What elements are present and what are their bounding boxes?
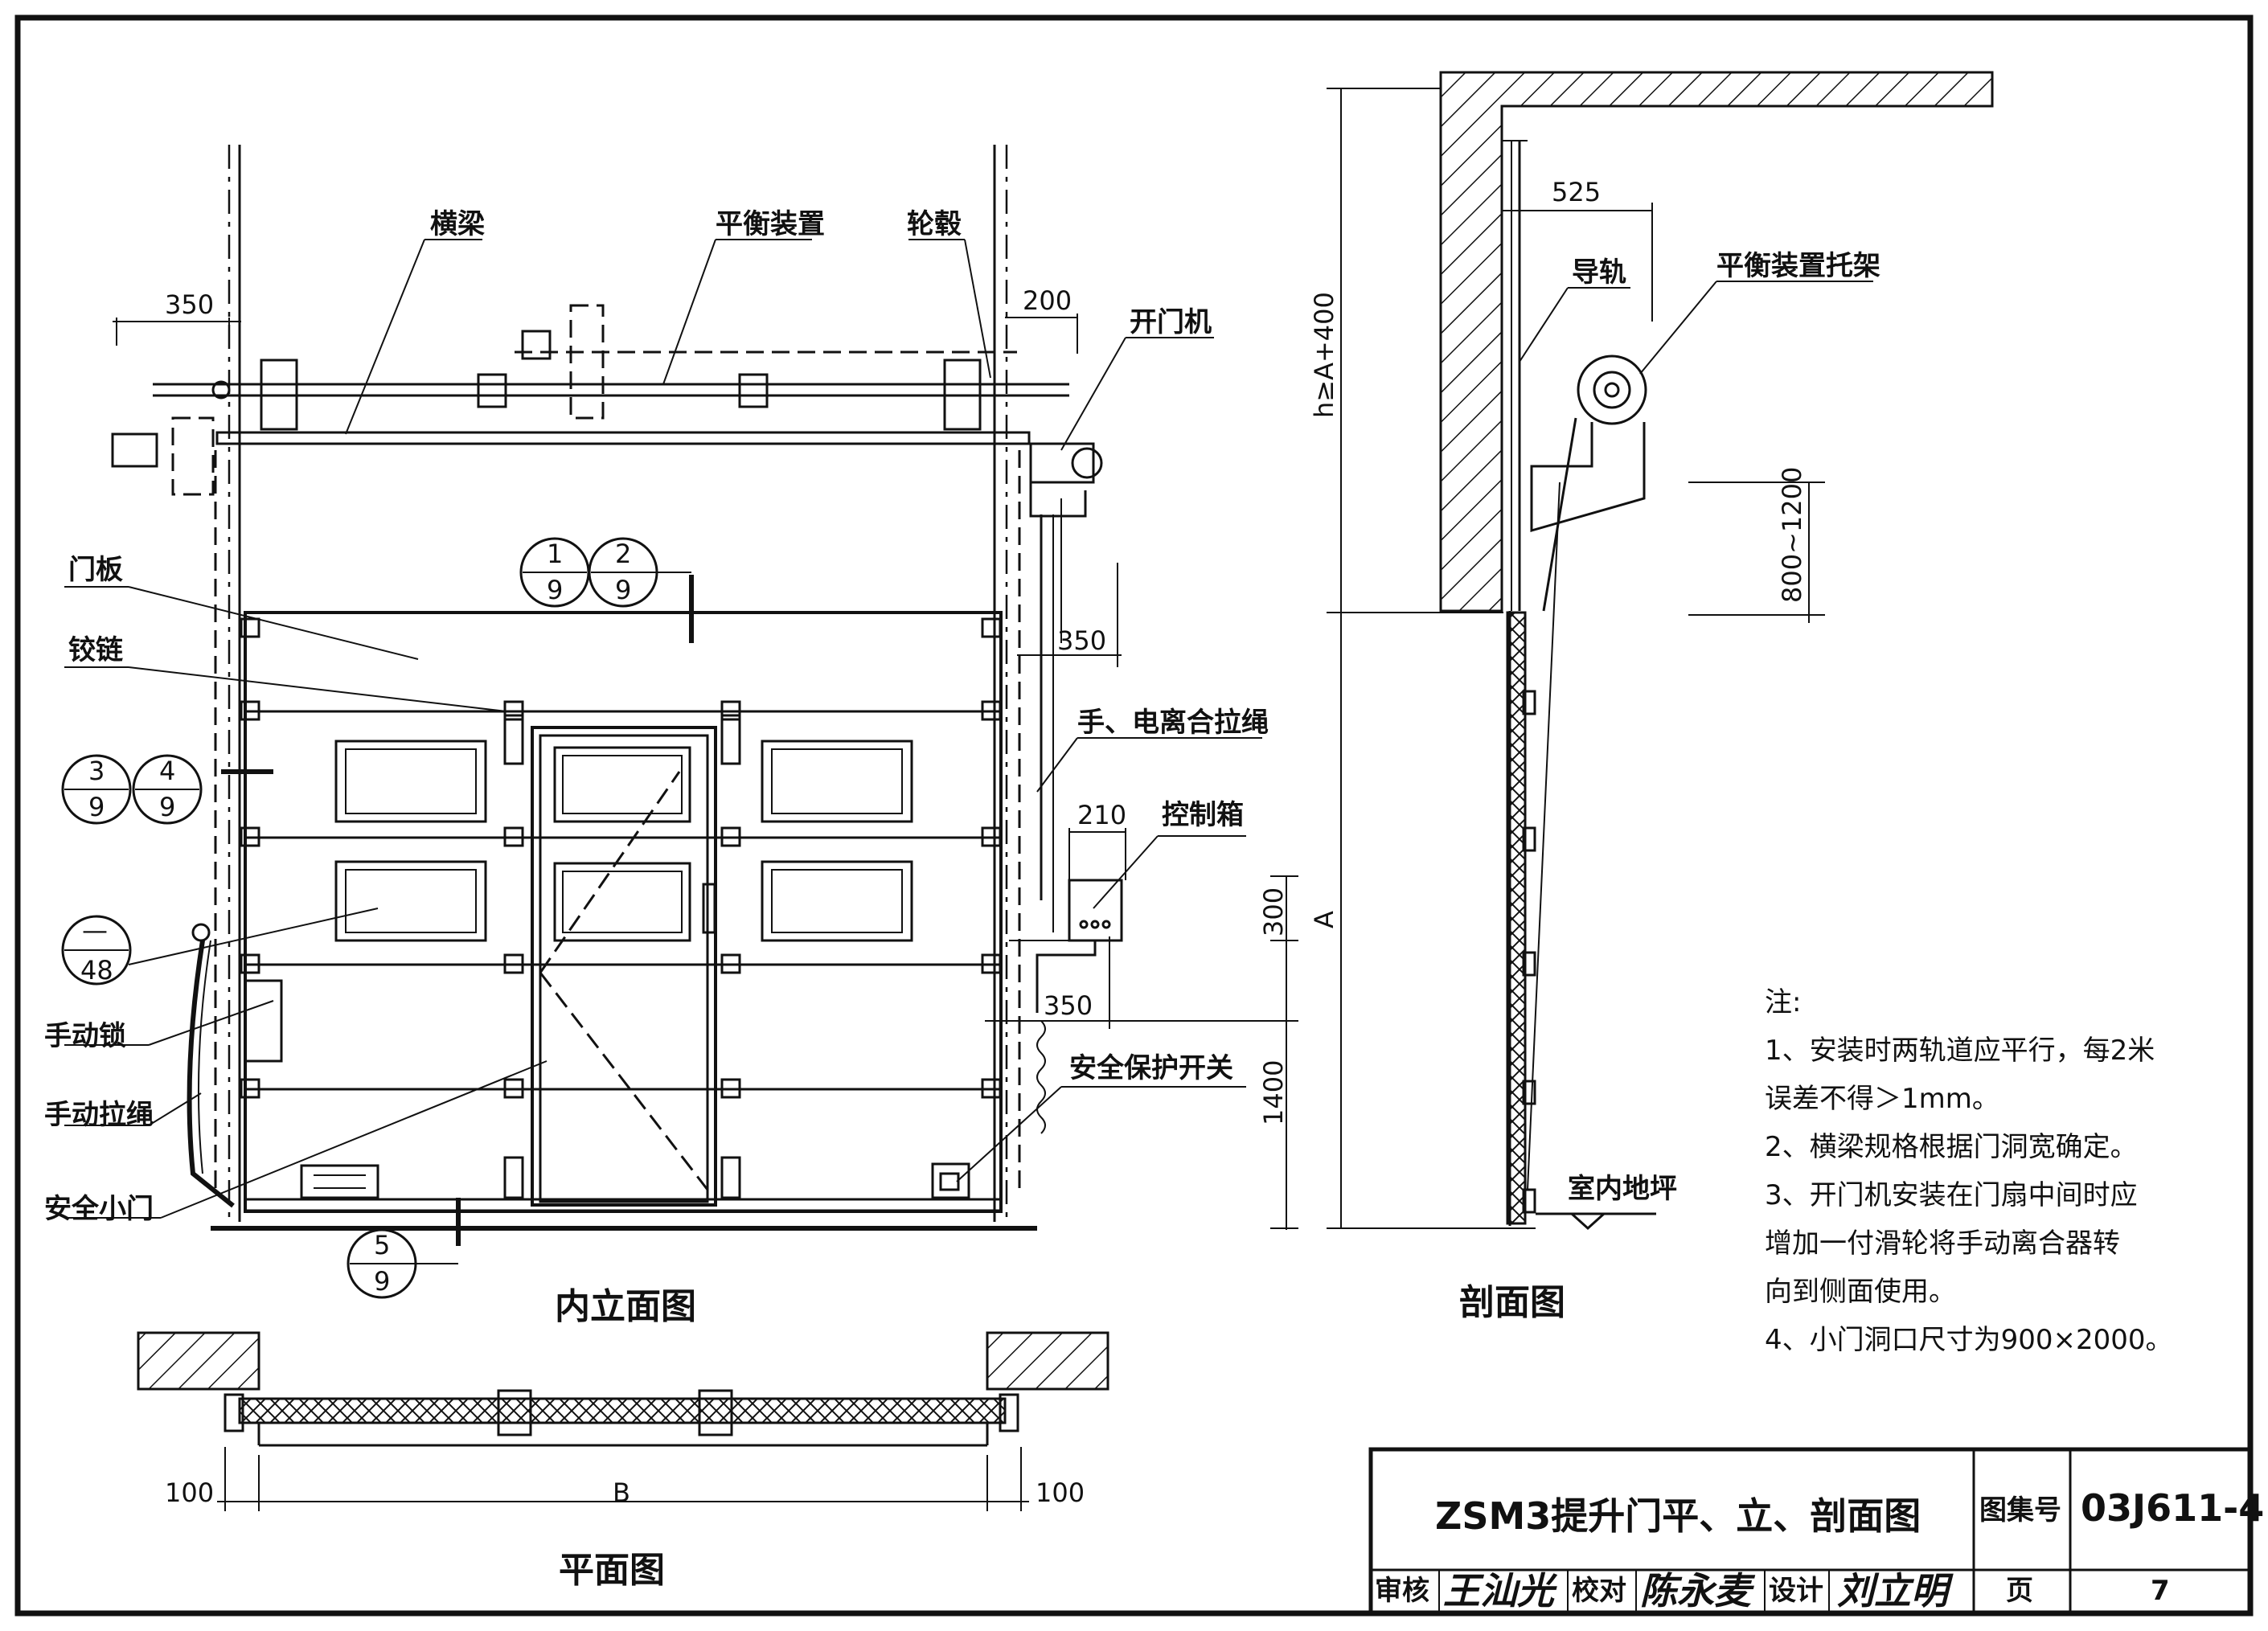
dim-plan-B: B [613, 1477, 630, 1508]
svg-text:9: 9 [159, 792, 175, 822]
safety-switch-shape [931, 1162, 970, 1199]
detail-index-3-9: 3 9 [61, 754, 132, 825]
label-wicket-door: 安全小门 [44, 1193, 154, 1225]
atlas-label: 图集号 [1979, 1494, 2061, 1527]
interior-elevation: 横梁 平衡装置 轮毂 开门机 门板 铰链 手、电离合拉绳 控制箱 手动锁 手动拉… [44, 145, 1298, 1327]
label-indoor-floor: 室内地坪 [1568, 1173, 1677, 1205]
design-signature: 刘立明 [1837, 1569, 1954, 1613]
wicket-door-shape [531, 726, 717, 1207]
notes-line-6: 向到侧面使用。 [1765, 1276, 1956, 1308]
detail-index-5-9: 5 9 [347, 1228, 458, 1299]
notes-heading: 注: [1765, 986, 1801, 1018]
title-section: 剖面图 [1459, 1282, 1565, 1323]
section-view: 导轨 平衡装置托架 室内地坪 525 h≥A+400 A 800~1200 剖面… [1309, 71, 1994, 1323]
beam-shape [215, 431, 1031, 445]
atlas-number: 03J611-4 [2081, 1486, 2264, 1530]
design-label: 设计 [1769, 1575, 1823, 1607]
label-hub: 轮毂 [907, 208, 962, 240]
svg-text:9: 9 [374, 1266, 390, 1297]
detail-index-48: — 48 [61, 915, 132, 986]
svg-text:4: 4 [159, 756, 175, 786]
svg-text:2: 2 [615, 539, 631, 569]
title-elevation: 内立面图 [555, 1286, 696, 1327]
svg-text:9: 9 [88, 792, 105, 822]
label-balance-device: 平衡装置 [716, 208, 825, 240]
dim-800-1200: 800~1200 [1777, 467, 1807, 603]
notes-line-7: 4、小门洞口尺寸为900×2000。 [1765, 1324, 2173, 1356]
title-block: ZSM3提升门平、立、剖面图 图集号 03J611-4 审核 王汕光 校对 陈永… [1368, 1447, 2264, 1616]
detail-index-2-9: 2 9 [588, 537, 691, 608]
label-opener: 开门机 [1130, 306, 1212, 338]
dim-plan-100-left: 100 [165, 1477, 214, 1508]
check-signature: 陈永麦 [1640, 1569, 1756, 1613]
label-manual-lock: 手动锁 [44, 1020, 126, 1052]
dim-h: h≥A+400 [1309, 292, 1339, 418]
dim-A: A [1309, 911, 1339, 928]
manual-lock-shape [244, 979, 283, 1063]
control-box-shape [1068, 879, 1123, 942]
elevation-leaders [64, 239, 1262, 1219]
svg-text:3: 3 [88, 756, 105, 786]
notes: 注: 1、安装时两轨道应平行，每2米 误差不得＞1mm。 2、横梁规格根据门洞宽… [1765, 986, 2173, 1356]
title-plan: 平面图 [559, 1550, 665, 1591]
dim-350-top: 350 [165, 289, 214, 320]
opener-shape [1029, 442, 1095, 484]
dim-300: 300 [1258, 887, 1289, 936]
elevation-dimension-lines [113, 313, 1298, 1230]
dim-1400: 1400 [1258, 1060, 1289, 1125]
review-signature: 王汕光 [1443, 1569, 1558, 1613]
label-guide-rail: 导轨 [1572, 256, 1626, 289]
dim-plan-100-right: 100 [1036, 1477, 1085, 1508]
dim-200: 200 [1023, 285, 1072, 316]
label-hinge: 铰链 [68, 634, 123, 666]
review-label: 审核 [1375, 1575, 1429, 1607]
svg-text:9: 9 [615, 575, 631, 605]
dim-525: 525 [1552, 177, 1601, 207]
notes-line-4: 3、开门机安装在门扇中间时应 [1765, 1179, 2138, 1211]
dim-350-mid: 350 [1057, 625, 1106, 656]
dim-350-low: 350 [1044, 990, 1093, 1021]
detail-index-1-9: 1 9 [519, 537, 590, 608]
page-label: 页 [2006, 1575, 2033, 1607]
sheet-frame [14, 14, 2254, 1617]
label-safety-switch: 安全保护开关 [1069, 1052, 1233, 1084]
label-clutch-rope: 手、电离合拉绳 [1077, 707, 1269, 739]
label-beam: 横梁 [430, 208, 485, 240]
notes-line-5: 增加一付滑轮将手动离合器转 [1765, 1227, 2120, 1260]
dim-210: 210 [1077, 800, 1126, 830]
svg-text:48: 48 [80, 955, 113, 986]
check-label: 校对 [1572, 1575, 1626, 1607]
label-control-box: 控制箱 [1162, 799, 1244, 831]
plan-view: 100 B 100 平面图 [137, 1331, 1109, 1591]
notes-line-3: 2、横梁规格根据门洞宽确定。 [1765, 1131, 2138, 1163]
notes-line-2: 误差不得＞1mm。 [1765, 1083, 1999, 1115]
detail-index-4-9: 4 9 [132, 754, 203, 825]
svg-text:9: 9 [547, 575, 563, 605]
svg-text:—: — [82, 915, 108, 945]
page-number: 7 [2151, 1575, 2170, 1607]
label-balance-bracket: 平衡装置托架 [1716, 250, 1880, 282]
notes-line-1: 1、安装时两轨道应平行，每2米 [1765, 1035, 2155, 1067]
hinge-marks [240, 617, 1002, 1199]
drawing-title: ZSM3提升门平、立、剖面图 [1435, 1494, 1921, 1538]
label-manual-rope: 手动拉绳 [44, 1099, 154, 1131]
label-door-panel: 门板 [68, 554, 123, 586]
svg-text:5: 5 [374, 1230, 390, 1260]
svg-text:1: 1 [547, 539, 563, 569]
